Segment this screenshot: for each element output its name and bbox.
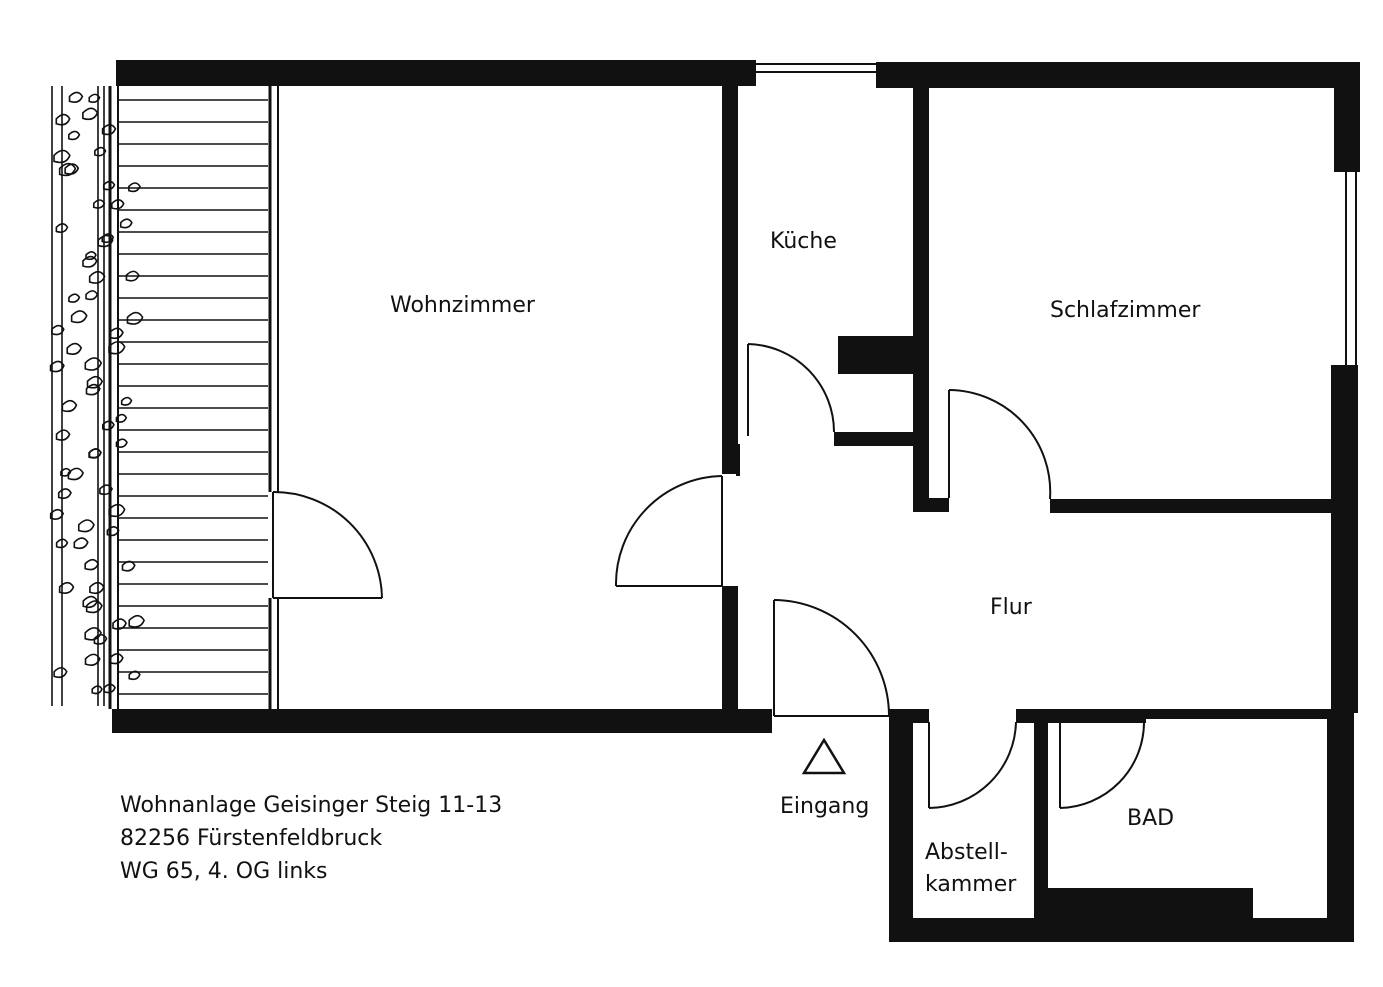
room-label-abstell-line2: kammer bbox=[925, 872, 1017, 897]
entrance-door bbox=[773, 599, 890, 717]
plant-leaf-icon bbox=[108, 503, 126, 518]
bathroom-door bbox=[1059, 721, 1145, 809]
storage-door bbox=[928, 721, 1017, 809]
room-label-abstell-line1: Abstell- bbox=[925, 840, 1008, 865]
room-label-bad: BAD bbox=[1127, 806, 1174, 831]
plant-leaf-icon bbox=[84, 653, 101, 666]
balcony bbox=[49, 86, 279, 709]
plant-leaf-icon bbox=[55, 113, 71, 126]
plant-leaf-icon bbox=[93, 633, 108, 645]
room-label-flur: Flur bbox=[990, 595, 1033, 620]
bedroom-door bbox=[948, 389, 1052, 500]
plant-leaf-icon bbox=[94, 146, 107, 157]
plant-leaf-icon bbox=[85, 251, 97, 261]
plant-leaf-icon bbox=[115, 413, 128, 423]
plant-leaf-icon bbox=[125, 270, 140, 282]
plant-leaf-icon bbox=[128, 182, 141, 193]
address-line-1: Wohnanlage Geisinger Steig 11-13 bbox=[120, 793, 502, 818]
plant-leaf-icon bbox=[85, 383, 101, 396]
plant-leaf-icon bbox=[67, 467, 84, 481]
plant-leaf-icon bbox=[49, 360, 65, 373]
windows bbox=[756, 63, 1357, 365]
triangle-marker-icon bbox=[801, 737, 847, 775]
plant-leaf-icon bbox=[101, 123, 117, 136]
plant-leaf-icon bbox=[84, 627, 102, 641]
plant-leaf-icon bbox=[55, 222, 69, 234]
plant-leaf-icon bbox=[68, 130, 81, 141]
plant-leaf-icon bbox=[85, 600, 103, 614]
plant-leaf-icon bbox=[103, 683, 116, 694]
plant-leaf-icon bbox=[106, 526, 120, 537]
plant-leaf-icon bbox=[128, 670, 141, 681]
plant-leaf-icon bbox=[119, 218, 133, 229]
plant-leaf-icon bbox=[102, 420, 115, 431]
plant-leaf-icon bbox=[57, 488, 72, 500]
plant-leaf-icon bbox=[128, 614, 145, 628]
plant-leaf-icon bbox=[126, 311, 144, 325]
plant-leaf-icon bbox=[89, 581, 105, 595]
plant-leaf-icon bbox=[88, 270, 106, 284]
plant-leaf-icon bbox=[92, 199, 106, 209]
plant-leaf-icon bbox=[68, 293, 81, 303]
plant-leaf-icon bbox=[68, 91, 84, 103]
plant-leaf-icon bbox=[53, 149, 71, 164]
plant-leaf-icon bbox=[108, 340, 126, 355]
plant-leaf-icon bbox=[84, 558, 100, 571]
plant-leaf-icon bbox=[66, 342, 83, 355]
plant-leaf-icon bbox=[55, 429, 71, 441]
walls bbox=[112, 60, 1360, 942]
plant-leaf-icon bbox=[101, 233, 115, 244]
room-label-kueche: Küche bbox=[770, 229, 837, 254]
plant-leaf-icon bbox=[82, 595, 99, 609]
plant-leaf-icon bbox=[84, 357, 103, 371]
plant-leaf-icon bbox=[58, 581, 75, 594]
plant-leaf-icon bbox=[82, 255, 98, 268]
plant-leaf-icon bbox=[112, 618, 127, 630]
plant-leaf-icon bbox=[64, 163, 80, 175]
kitchen-door bbox=[747, 343, 835, 436]
plant-leaf-icon bbox=[99, 484, 113, 496]
plant-leaf-icon bbox=[60, 467, 72, 477]
plant-leaf-icon bbox=[86, 375, 104, 389]
living-room-door bbox=[614, 475, 723, 587]
plant-leaf-icon bbox=[58, 162, 77, 177]
plant-leaf-icon bbox=[77, 519, 95, 533]
plant-leaf-icon bbox=[120, 396, 133, 406]
plant-leaf-icon bbox=[53, 666, 68, 679]
plant-leaf-icon bbox=[102, 180, 116, 191]
plant-leaf-icon bbox=[49, 508, 65, 520]
room-label-wohnzimmer: Wohnzimmer bbox=[390, 293, 536, 318]
balcony-door bbox=[272, 490, 383, 599]
plant-leaf-icon bbox=[70, 310, 88, 324]
plant-leaf-icon bbox=[61, 399, 78, 413]
address-line-2: 82256 Fürstenfeldbruck bbox=[120, 826, 382, 851]
plant-leaf-icon bbox=[85, 290, 99, 301]
plant-leaf-icon bbox=[109, 653, 124, 665]
doors bbox=[272, 343, 1145, 809]
plant-leaf-icon bbox=[88, 93, 101, 104]
plant-leaf-icon bbox=[88, 448, 102, 459]
plant-leaf-icon bbox=[111, 199, 125, 210]
room-label-schlafzimmer: Schlafzimmer bbox=[1050, 298, 1201, 323]
plant-leaf-icon bbox=[91, 685, 103, 695]
plant-leaf-icon bbox=[121, 560, 136, 572]
plant-leaf-icon bbox=[51, 324, 65, 336]
plant-leaf-icon bbox=[55, 538, 69, 549]
plant-leaf-icon bbox=[82, 107, 99, 121]
plant-leaf-icon bbox=[73, 537, 89, 550]
plant-leaf-icon bbox=[115, 438, 128, 448]
entrance-label: Eingang bbox=[780, 794, 869, 819]
plant-leaf-icon bbox=[108, 327, 124, 340]
address-line-3: WG 65, 4. OG links bbox=[120, 859, 328, 884]
